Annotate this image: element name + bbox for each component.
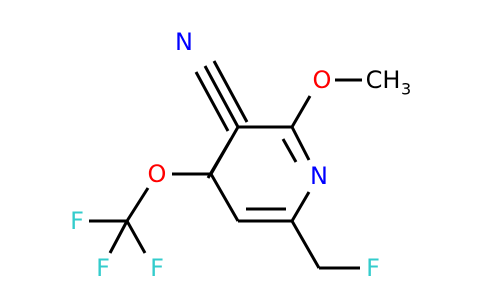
fluorine-1-label: F: [70, 207, 84, 235]
nitrile-n-label: N: [175, 28, 193, 56]
nitrile-group: [194, 60, 249, 132]
nitrile-bond-3: [212, 60, 249, 123]
nitrile-bond-2: [194, 71, 230, 132]
bond-c2-o: [290, 95, 312, 128]
fluoromethyl-group: [290, 220, 360, 270]
trifluoromethoxy-group: [89, 172, 211, 254]
bond-c6-n1: [290, 191, 311, 222]
methoxy-group: [290, 78, 362, 128]
pyridine-ring: [206, 125, 311, 223]
nitrile-bond-1: [203, 65, 240, 128]
methyl-ch-label: CH: [366, 66, 401, 94]
fluorine-4-label: F: [366, 254, 380, 282]
bond-o-cf3: [125, 187, 150, 222]
bond-c4-c5: [209, 173, 240, 222]
methyl-subscript: 3: [401, 80, 411, 99]
bond-c-f2: [108, 220, 129, 254]
ring-n-label: N: [310, 162, 328, 190]
ether-o-label: O: [148, 160, 167, 188]
bond-n1-c2: [290, 126, 311, 161]
bond-c3-c4-inner: [206, 138, 233, 179]
methoxy-o-label: O: [313, 66, 332, 94]
bond-n1-c2-inner: [281, 138, 298, 163]
bond-c6-ch2: [290, 220, 321, 269]
fluorine-3-label: F: [150, 254, 164, 282]
fluorine-2-label: F: [96, 254, 110, 282]
methyl-label: CH 3: [366, 66, 412, 99]
bond-c-f3: [125, 220, 147, 254]
